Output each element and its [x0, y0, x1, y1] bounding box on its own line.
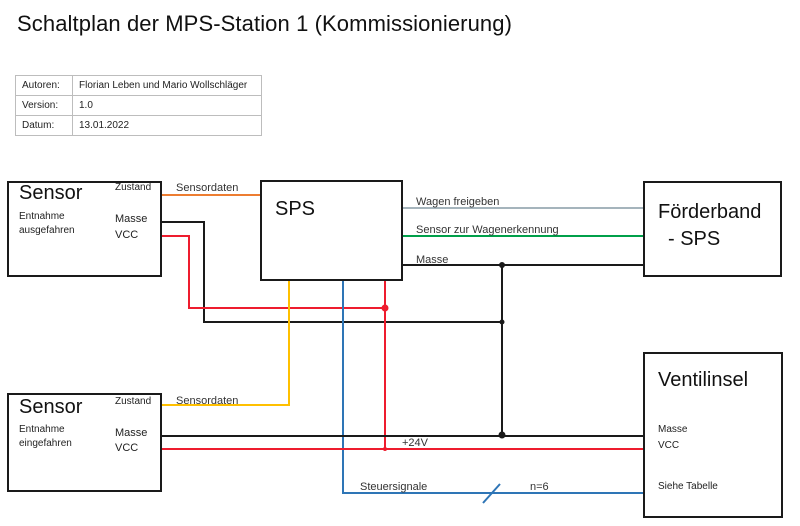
- ventilinsel-port-ground: Masse: [658, 424, 688, 435]
- wire-sensor1-vcc: [161, 235, 385, 309]
- sps-title: SPS: [275, 198, 316, 220]
- foerderband-block: [643, 181, 782, 277]
- junction-dot: [499, 262, 505, 268]
- wire-label-masse: Masse: [416, 254, 449, 266]
- wire-sensor1-ground: [161, 221, 502, 323]
- junction-dot: [498, 431, 506, 439]
- metadata-table: Autoren: Florian Leben und Mario Wollsch…: [15, 75, 262, 136]
- wire-label-steuersignale: Steuersignale: [360, 481, 428, 493]
- ventilinsel-block: [643, 352, 783, 518]
- sensor1-subtitle: ausgefahren: [19, 225, 75, 236]
- sensor2-port-vcc: VCC: [115, 442, 139, 454]
- sensor1-port-ground: Masse: [115, 213, 148, 225]
- meta-row-authors: Autoren: Florian Leben und Mario Wollsch…: [15, 75, 262, 96]
- ventilinsel-title: Ventilinsel: [658, 369, 749, 391]
- sensor2-title: Sensor: [19, 396, 83, 418]
- ventilinsel-port-vcc: VCC: [658, 440, 680, 451]
- sensor1-subtitle: Entnahme: [19, 211, 65, 222]
- sensor2-subtitle: Entnahme: [19, 424, 65, 435]
- sensor1-title: Sensor: [19, 182, 83, 204]
- diagram-title: Schaltplan der MPS-Station 1 (Kommission…: [17, 11, 513, 36]
- wire-label-wagenerkennung: Sensor zur Wagenerkennung: [416, 224, 559, 236]
- foerderband-title: Förderband: [658, 201, 762, 223]
- junction-dot: [383, 447, 387, 451]
- ventilinsel-port-signals: Siehe Tabelle: [658, 481, 718, 492]
- sensor1-block: [7, 181, 162, 277]
- bus-slash-marker: [482, 483, 501, 504]
- sensor1-port-state: Zustand: [115, 182, 152, 193]
- foerderband-subtitle: - SPS: [668, 228, 721, 250]
- sensor2-port-state: Zustand: [115, 396, 152, 407]
- sensor2-subtitle: eingefahren: [19, 438, 72, 449]
- wire-label-wagen-freigeben: Wagen freigeben: [416, 196, 500, 208]
- junction-dot: [499, 319, 505, 325]
- meta-row-date: Datum: 13.01.2022: [15, 115, 262, 136]
- sps-block: [260, 180, 403, 281]
- sensor2-port-ground: Masse: [115, 427, 148, 439]
- wire-steuersignale: [342, 280, 643, 494]
- wire-sensor2-data: [161, 280, 290, 406]
- wire-label-sensor1-data: Sensordaten: [176, 182, 239, 194]
- meta-value: 13.01.2022: [72, 115, 262, 136]
- sensor1-port-vcc: VCC: [115, 229, 139, 241]
- sensor2-block: [7, 393, 162, 492]
- wire-label-bus-count: n=6: [530, 481, 549, 493]
- junction-dot: [381, 304, 389, 312]
- wire-label-sensor2-data: Sensordaten: [176, 395, 239, 407]
- wire-label-supply: +24V: [402, 437, 428, 449]
